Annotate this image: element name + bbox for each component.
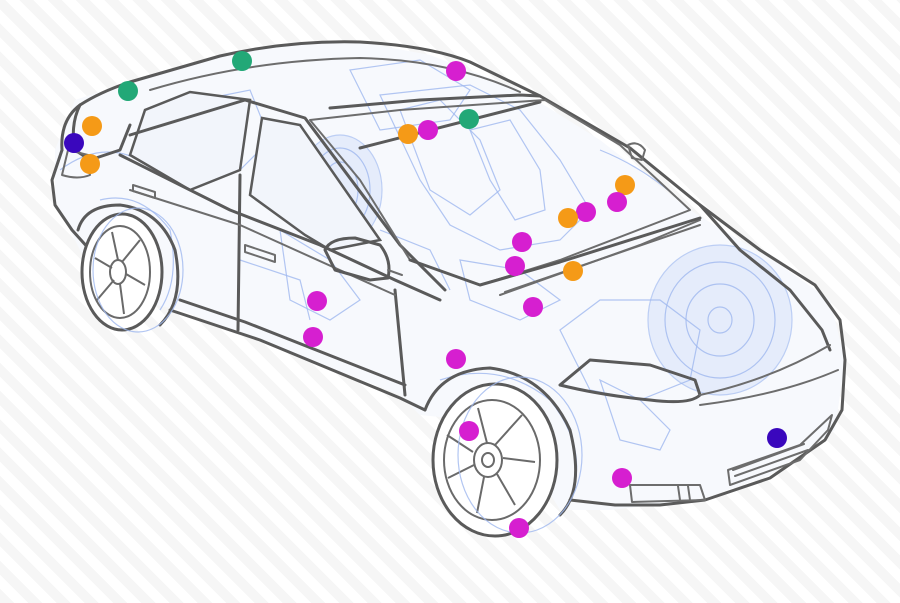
sensor-marker[interactable]	[512, 232, 532, 252]
sensor-marker[interactable]	[459, 421, 479, 441]
sensor-marker[interactable]	[232, 51, 252, 71]
sensor-marker[interactable]	[303, 327, 323, 347]
sensor-marker[interactable]	[509, 518, 529, 538]
sensor-marker[interactable]	[523, 297, 543, 317]
sensor-marker[interactable]	[307, 291, 327, 311]
sensor-marker[interactable]	[82, 116, 102, 136]
sensor-marker[interactable]	[607, 192, 627, 212]
sensor-marker[interactable]	[612, 468, 632, 488]
sensor-marker[interactable]	[767, 428, 787, 448]
sensor-marker[interactable]	[459, 109, 479, 129]
sensor-marker[interactable]	[118, 81, 138, 101]
sensor-marker[interactable]	[558, 208, 578, 228]
sensor-marker[interactable]	[563, 261, 583, 281]
sensor-marker[interactable]	[80, 154, 100, 174]
sensor-marker[interactable]	[64, 133, 84, 153]
sensor-marker[interactable]	[418, 120, 438, 140]
sensor-marker[interactable]	[446, 349, 466, 369]
sensor-marker[interactable]	[576, 202, 596, 222]
sensor-marker[interactable]	[446, 61, 466, 81]
sensor-marker[interactable]	[615, 175, 635, 195]
sensor-marker[interactable]	[505, 256, 525, 276]
sensor-marker[interactable]	[398, 124, 418, 144]
